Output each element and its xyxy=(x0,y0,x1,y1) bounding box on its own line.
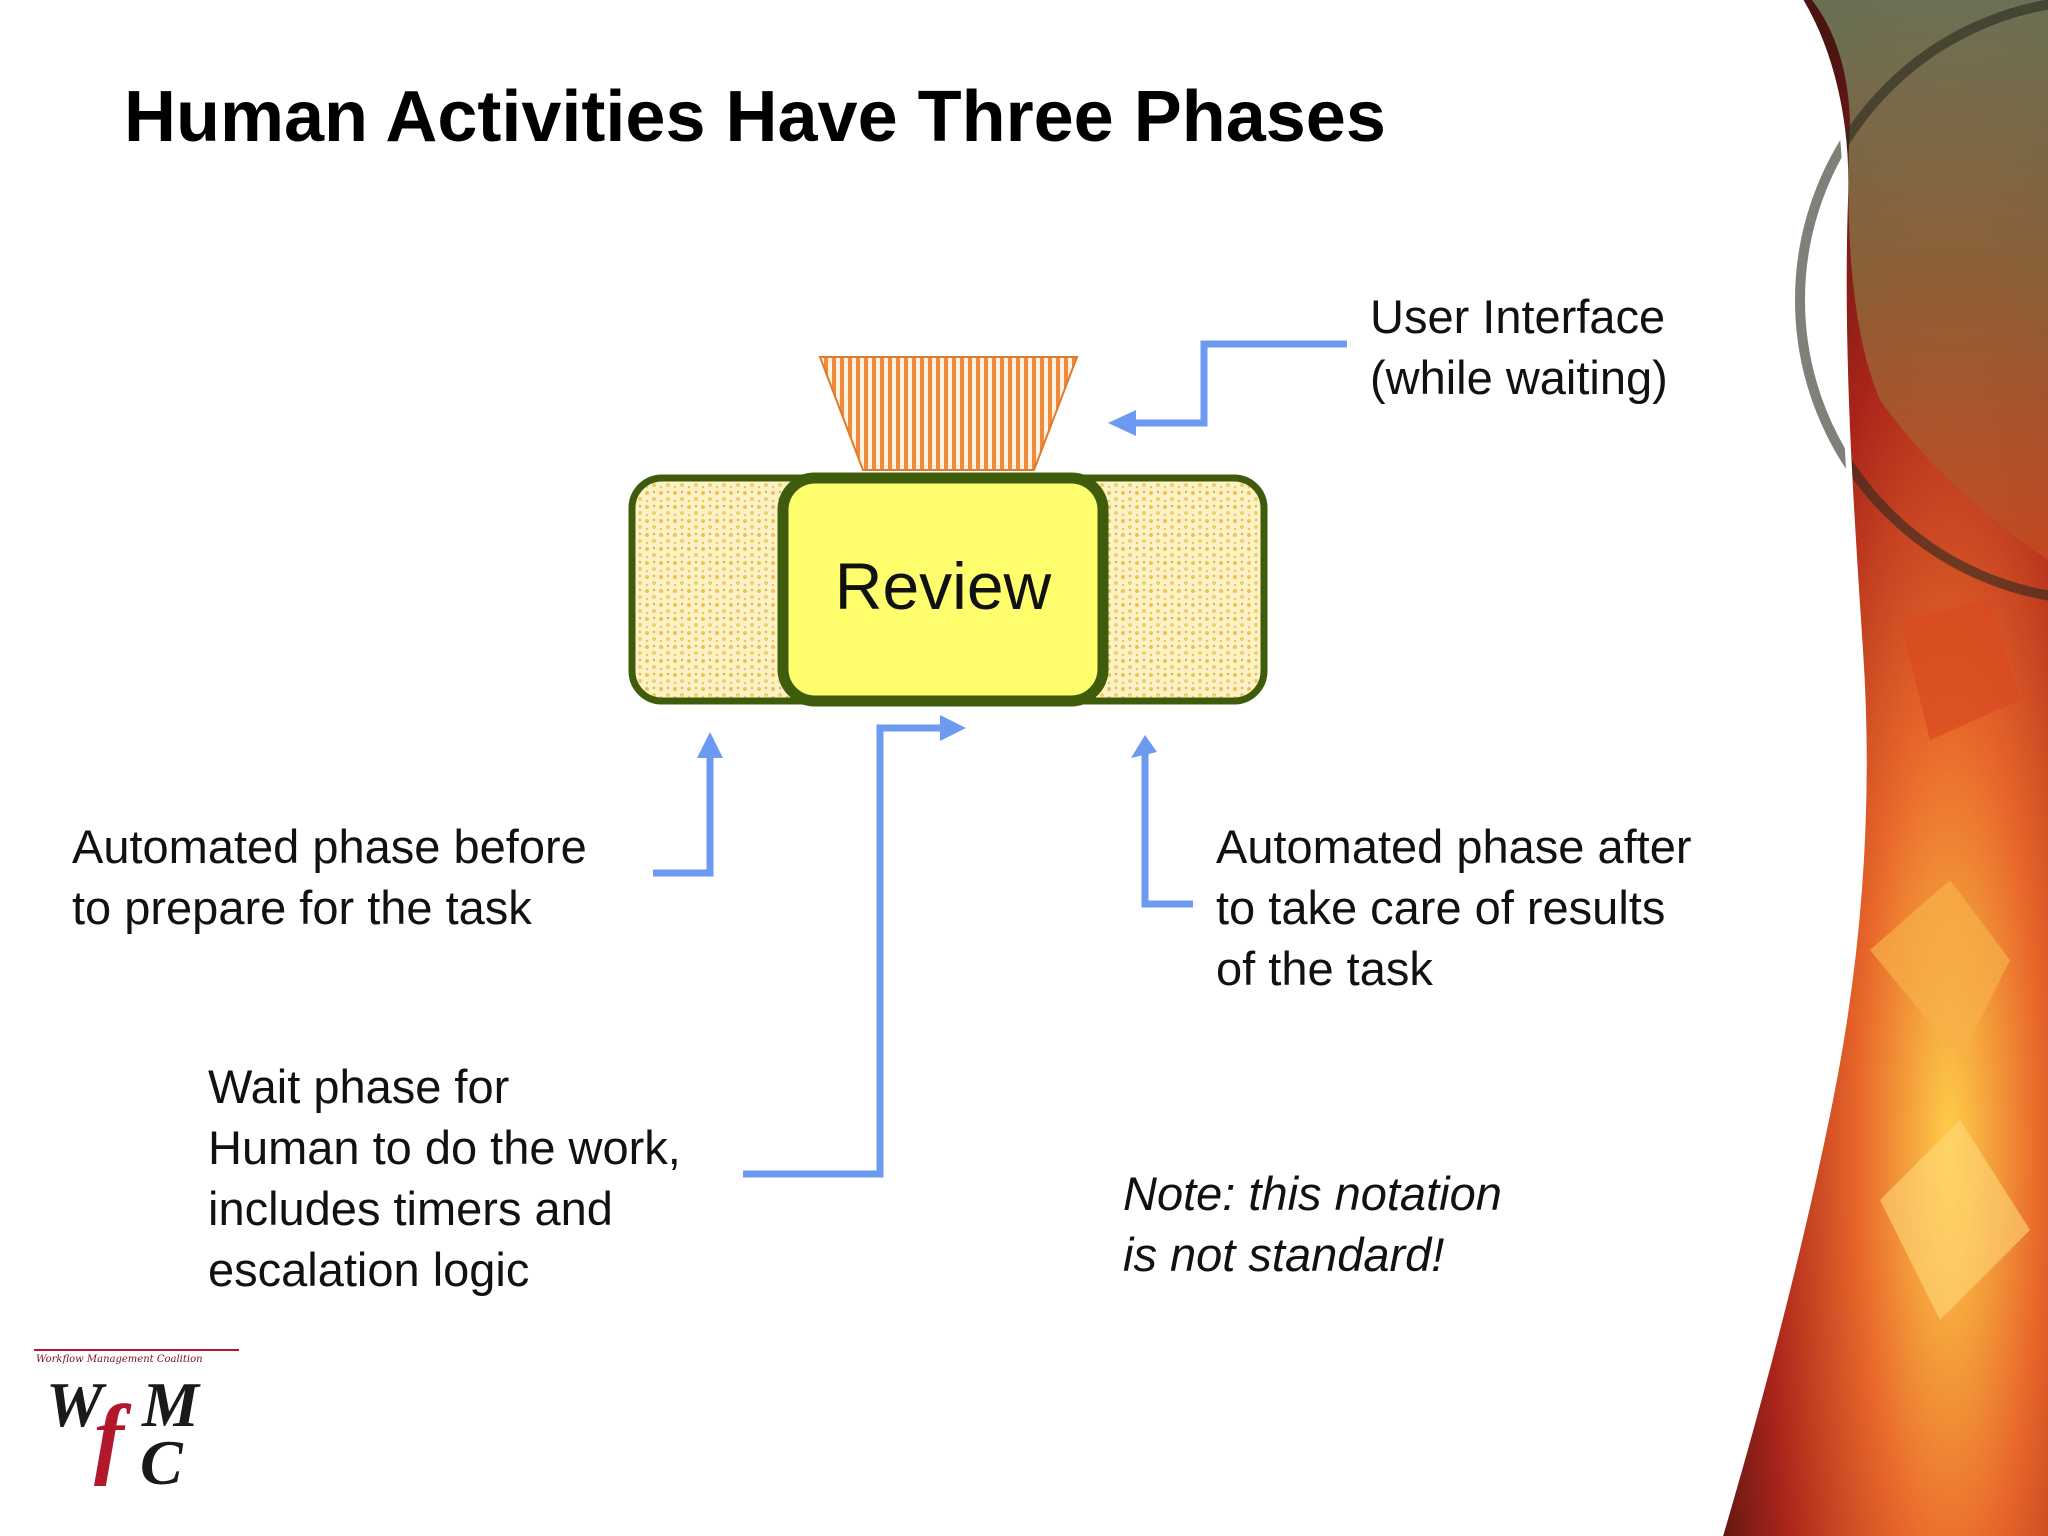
notation-note: Note: this notation is not standard! xyxy=(1123,1163,1502,1285)
callout-line: User Interface xyxy=(1370,290,1666,343)
connector-arrows xyxy=(653,340,1347,1178)
wait-phase-callout: Wait phase for Human to do the work, inc… xyxy=(208,1056,681,1300)
callout-line: Automated phase after xyxy=(1216,820,1692,873)
logo-letter: f xyxy=(94,1388,124,1487)
logo-tagline: Workflow Management Coalition xyxy=(36,1354,203,1365)
callout-line: to prepare for the task xyxy=(72,881,532,934)
callout-line: (while waiting) xyxy=(1370,351,1668,404)
callout-line: Automated phase before xyxy=(72,820,587,873)
note-line: Note: this notation xyxy=(1123,1167,1502,1220)
activity-label: Review xyxy=(834,549,1052,623)
callout-line: Wait phase for xyxy=(208,1060,510,1113)
callout-line: includes timers and xyxy=(208,1182,613,1235)
before-phase-callout: Automated phase before to prepare for th… xyxy=(72,816,587,938)
after-phase-callout: Automated phase after to take care of re… xyxy=(1216,816,1692,999)
callout-line: Human to do the work, xyxy=(208,1121,681,1174)
callout-line: of the task xyxy=(1216,942,1433,995)
slide-title: Human Activities Have Three Phases xyxy=(124,77,1386,157)
logo-letter: M xyxy=(142,1369,199,1440)
logo-letter: W xyxy=(46,1369,103,1440)
callout-line: escalation logic xyxy=(208,1243,530,1296)
wfmc-logo: Workflow Management Coalition W f M C xyxy=(32,1346,247,1498)
note-line: is not standard! xyxy=(1123,1228,1445,1281)
logo-letter: C xyxy=(140,1427,183,1498)
callout-line: to take care of results xyxy=(1216,881,1666,934)
user-interface-callout: User Interface (while waiting) xyxy=(1370,286,1668,408)
logo-rule xyxy=(34,1349,239,1351)
